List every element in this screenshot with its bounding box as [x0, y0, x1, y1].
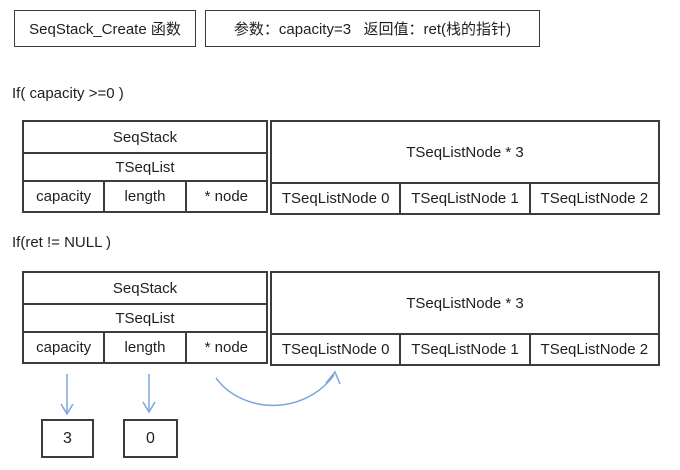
- node-0-cell: TSeqListNode 0: [269, 333, 402, 366]
- node-pointer-cell: * node: [184, 180, 269, 213]
- node-2-cell: TSeqListNode 2: [528, 333, 661, 366]
- length-cell: length: [103, 331, 187, 364]
- nodes-array-table-1: TSeqListNode * 3 TSeqListNode 0 TSeqList…: [269, 120, 661, 215]
- node-pointer-curve: [215, 374, 335, 406]
- length-arrowhead-icon: [142, 401, 156, 414]
- nodes-header-cell: TSeqListNode * 3: [270, 120, 660, 184]
- node-pointer-arrowhead-icon: [325, 370, 341, 385]
- function-name-box: SeqStack_Create 函数: [14, 10, 196, 47]
- node-0-cell: TSeqListNode 0: [269, 182, 402, 215]
- node-1-cell: TSeqListNode 1: [399, 182, 531, 215]
- tseqlist-cell: TSeqList: [22, 303, 268, 333]
- seqstack-cell: SeqStack: [22, 271, 268, 305]
- nodes-header-cell: TSeqListNode * 3: [270, 271, 660, 335]
- capacity-arrowhead-icon: [60, 403, 74, 416]
- seqstack-struct-table-2: SeqStack TSeqList capacity length * node: [21, 271, 269, 364]
- length-cell: length: [103, 180, 187, 213]
- node-pointer-cell: * node: [184, 331, 269, 364]
- tseqlist-cell: TSeqList: [22, 152, 268, 182]
- capacity-cell: capacity: [21, 180, 106, 213]
- capacity-cell: capacity: [21, 331, 106, 364]
- length-value-box: 0: [123, 419, 178, 458]
- condition-label-capacity: If( capacity >=0 ): [12, 85, 124, 102]
- capacity-value-box: 3: [41, 419, 94, 458]
- condition-label-ret: If(ret != NULL ): [12, 234, 112, 251]
- node-2-cell: TSeqListNode 2: [528, 182, 661, 215]
- seqstack-struct-table-1: SeqStack TSeqList capacity length * node: [21, 120, 269, 213]
- params-return-box: 参数：capacity=3 返回值：ret(栈的指针): [205, 10, 540, 47]
- seqstack-cell: SeqStack: [22, 120, 268, 154]
- node-1-cell: TSeqListNode 1: [399, 333, 531, 366]
- nodes-array-table-2: TSeqListNode * 3 TSeqListNode 0 TSeqList…: [269, 271, 661, 366]
